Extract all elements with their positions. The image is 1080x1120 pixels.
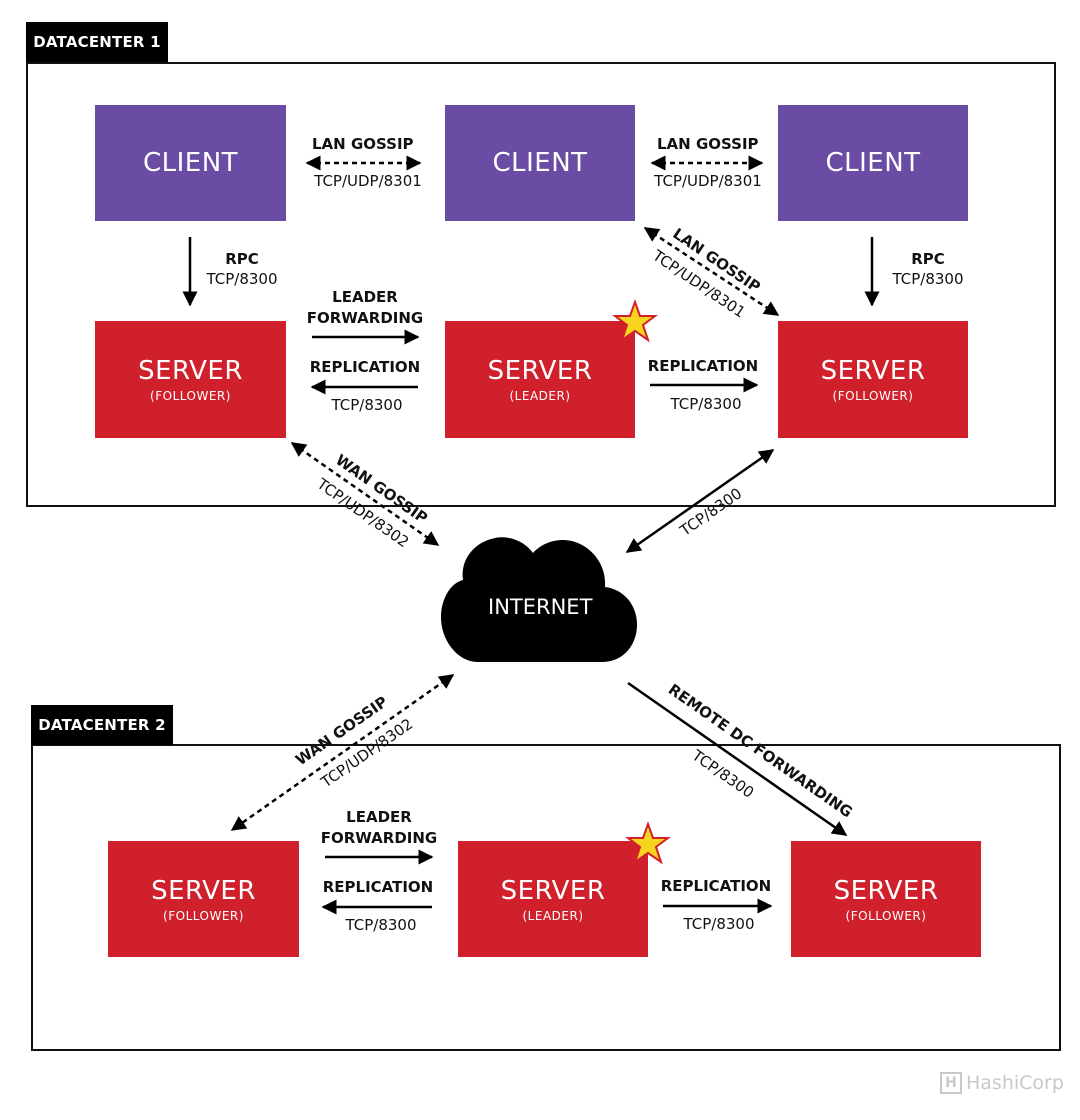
replication-port-label: TCP/8300 bbox=[331, 396, 403, 414]
leader-forwarding-label: LEADER bbox=[346, 808, 412, 826]
rpc-port-label: TCP/8300 bbox=[892, 270, 964, 288]
datacenter-1-tab: DATACENTER 1 bbox=[26, 22, 168, 62]
lan-port-label: TCP/UDP/8301 bbox=[654, 172, 762, 190]
replication-port-label: TCP/8300 bbox=[345, 916, 417, 934]
leader-star-icon bbox=[612, 299, 658, 343]
client-node: CLIENT bbox=[778, 105, 968, 221]
tcp-8300-arrow bbox=[625, 448, 775, 554]
replication-port-label: TCP/8300 bbox=[683, 915, 755, 933]
rpc-label: RPC bbox=[911, 250, 945, 268]
server-role: (LEADER) bbox=[522, 908, 584, 923]
client-node: CLIENT bbox=[95, 105, 286, 221]
server-label: SERVER bbox=[138, 356, 243, 386]
server-follower-node: SERVER (FOLLOWER) bbox=[778, 321, 968, 438]
wan-gossip-arrow bbox=[290, 441, 440, 547]
server-role: (FOLLOWER) bbox=[832, 389, 914, 403]
leader-star-icon bbox=[625, 821, 671, 865]
lan-gossip-label: LAN GOSSIP bbox=[312, 135, 414, 153]
rpc-port-label: TCP/8300 bbox=[206, 270, 278, 288]
leader-forwarding-label: FORWARDING bbox=[306, 309, 424, 327]
server-role: (FOLLOWER) bbox=[845, 908, 927, 923]
replication-label: REPLICATION bbox=[660, 877, 772, 895]
replication-port-label: TCP/8300 bbox=[670, 395, 742, 413]
server-role: (LEADER) bbox=[509, 389, 571, 403]
hashicorp-wordmark: HashiCorp bbox=[966, 1072, 1064, 1094]
client-label: CLIENT bbox=[492, 148, 588, 178]
datacenter-2-tab: DATACENTER 2 bbox=[31, 705, 173, 745]
internet-cloud-icon bbox=[441, 537, 637, 662]
client-node: CLIENT bbox=[445, 105, 635, 221]
server-follower-node: SERVER (FOLLOWER) bbox=[108, 841, 299, 957]
server-role: (FOLLOWER) bbox=[150, 389, 231, 403]
internet-label: INTERNET bbox=[488, 595, 593, 619]
replication-label: REPLICATION bbox=[322, 878, 434, 896]
lan-gossip-label: LAN GOSSIP bbox=[657, 135, 759, 153]
rpc-label: RPC bbox=[225, 250, 259, 268]
replication-label: REPLICATION bbox=[309, 358, 421, 376]
server-label: SERVER bbox=[820, 356, 926, 386]
client-label: CLIENT bbox=[142, 148, 239, 178]
server-follower-node: SERVER (FOLLOWER) bbox=[791, 841, 981, 957]
server-label: SERVER bbox=[151, 875, 256, 906]
server-label: SERVER bbox=[487, 356, 593, 386]
server-leader-node: SERVER (LEADER) bbox=[458, 841, 648, 957]
hashicorp-logo-icon: H bbox=[940, 1072, 962, 1094]
server-role: (FOLLOWER) bbox=[163, 908, 244, 923]
remote-dc-forwarding-arrow bbox=[627, 681, 848, 837]
replication-label: REPLICATION bbox=[647, 357, 759, 375]
server-label: SERVER bbox=[500, 875, 606, 906]
lan-port-label: TCP/UDP/8301 bbox=[314, 172, 422, 190]
hashicorp-logo: H HashiCorp bbox=[940, 1072, 1064, 1094]
server-label: SERVER bbox=[833, 875, 939, 906]
client-label: CLIENT bbox=[825, 148, 921, 178]
server-follower-node: SERVER (FOLLOWER) bbox=[95, 321, 286, 438]
leader-forwarding-label: LEADER bbox=[332, 288, 398, 306]
server-leader-node: SERVER (LEADER) bbox=[445, 321, 635, 438]
leader-forwarding-label: FORWARDING bbox=[320, 829, 438, 847]
